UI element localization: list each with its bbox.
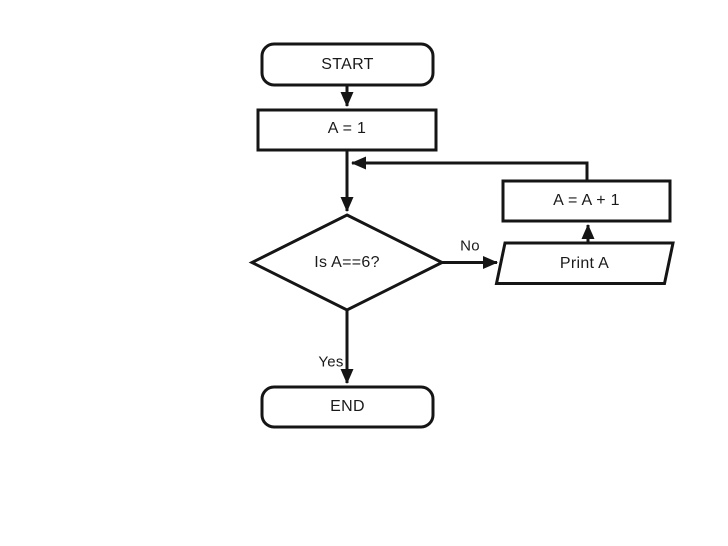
end-node-label: END	[330, 398, 365, 415]
start-node-label: START	[321, 55, 374, 73]
edge-increment-to-junction	[351, 156, 589, 181]
print-node-shape	[494, 241, 675, 285]
yes-branch-label: Yes	[318, 353, 344, 371]
init-node-shape	[256, 108, 438, 152]
no-branch-label: No	[460, 237, 480, 255]
decision-node-label: Is A==6?	[314, 253, 380, 271]
init-node-label: A = 1	[327, 120, 367, 137]
start-node-shape	[260, 42, 435, 87]
decision-node-shape	[248, 213, 446, 312]
increment-node-label: A = A + 1	[553, 192, 620, 209]
end-node-shape	[260, 385, 435, 429]
increment-node-shape	[501, 179, 672, 223]
print-node-label: Print A	[559, 255, 610, 272]
